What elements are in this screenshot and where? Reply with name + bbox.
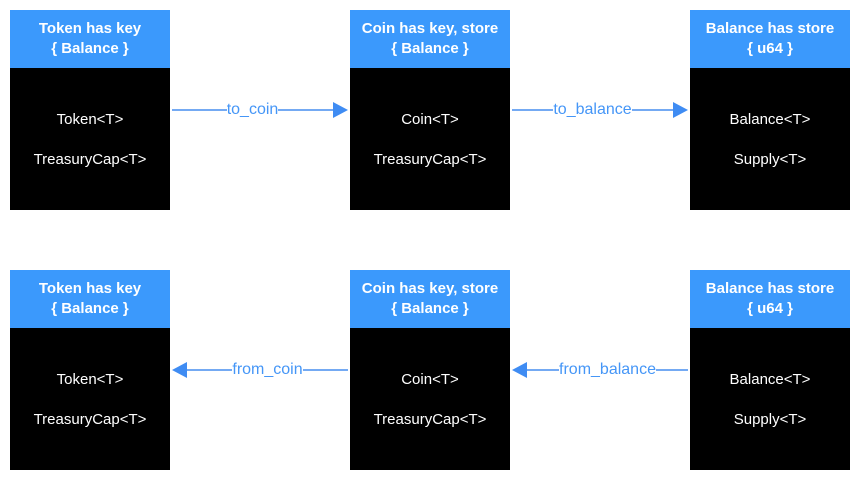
arrow-line: [527, 369, 560, 371]
arrow-label: from_balance: [559, 361, 656, 378]
arrow-to-coin: to_coin: [172, 101, 348, 118]
arrowhead-left-icon: [172, 362, 187, 378]
arrow-line: [655, 369, 689, 371]
body-type: TreasuryCap<T>: [33, 150, 147, 168]
body-type: Balance<T>: [729, 370, 811, 388]
node-coin-bottom-header: Coin has key, store { Balance }: [350, 270, 510, 328]
arrow-to-balance: to_balance: [512, 101, 689, 118]
arrow-line: [278, 109, 333, 111]
node-token-top-header: Token has key { Balance }: [10, 10, 170, 68]
header-line: Token has key: [38, 280, 142, 297]
arrow-line: [512, 109, 554, 111]
node-token-bottom: Token has key { Balance } Token<T> Treas…: [10, 270, 170, 470]
node-balance-bottom: Balance has store { u64 } Balance<T> Sup…: [690, 270, 850, 470]
node-token-top: Token has key { Balance } Token<T> Treas…: [10, 10, 170, 210]
body-type: Balance<T>: [729, 110, 811, 128]
header-line: Coin has key, store: [361, 280, 499, 297]
node-balance-top-body: Balance<T> Supply<T>: [690, 68, 850, 210]
body-type: Coin<T>: [401, 370, 459, 388]
body-type: Supply<T>: [733, 410, 807, 428]
node-coin-bottom-body: Coin<T> TreasuryCap<T>: [350, 328, 510, 470]
arrow-label: from_coin: [232, 361, 303, 378]
node-balance-bottom-body: Balance<T> Supply<T>: [690, 328, 850, 470]
arrowhead-right-icon: [333, 102, 348, 118]
arrow-label: to_coin: [226, 101, 279, 118]
node-coin-top: Coin has key, store { Balance } Coin<T> …: [350, 10, 510, 210]
header-line: { u64 }: [747, 300, 793, 317]
header-line: { Balance }: [51, 300, 129, 317]
node-token-bottom-body: Token<T> TreasuryCap<T>: [10, 328, 170, 470]
node-coin-bottom: Coin has key, store { Balance } Coin<T> …: [350, 270, 510, 470]
header-line: { Balance }: [391, 300, 469, 317]
arrow-line: [187, 369, 233, 371]
header-line: Balance has store: [705, 280, 835, 297]
header-line: { u64 }: [747, 40, 793, 57]
header-line: Token has key: [38, 20, 142, 37]
body-type: Token<T>: [56, 370, 124, 388]
arrowhead-left-icon: [512, 362, 527, 378]
node-coin-top-header: Coin has key, store { Balance }: [350, 10, 510, 68]
header-line: { Balance }: [51, 40, 129, 57]
node-balance-bottom-header: Balance has store { u64 }: [690, 270, 850, 328]
arrow-from-balance: from_balance: [512, 361, 689, 378]
header-line: Balance has store: [705, 20, 835, 37]
body-type: TreasuryCap<T>: [373, 410, 487, 428]
node-coin-top-body: Coin<T> TreasuryCap<T>: [350, 68, 510, 210]
node-balance-top: Balance has store { u64 } Balance<T> Sup…: [690, 10, 850, 210]
arrow-label: to_balance: [553, 101, 632, 118]
arrow-line: [302, 369, 348, 371]
arrowhead-right-icon: [673, 102, 689, 118]
node-balance-top-header: Balance has store { u64 }: [690, 10, 850, 68]
body-type: Supply<T>: [733, 150, 807, 168]
arrow-line: [172, 109, 227, 111]
node-token-bottom-header: Token has key { Balance }: [10, 270, 170, 328]
node-token-top-body: Token<T> TreasuryCap<T>: [10, 68, 170, 210]
body-type: Coin<T>: [401, 110, 459, 128]
body-type: Token<T>: [56, 110, 124, 128]
header-line: Coin has key, store: [361, 20, 499, 37]
arrow-from-coin: from_coin: [172, 361, 348, 378]
header-line: { Balance }: [391, 40, 469, 57]
arrow-line: [631, 109, 674, 111]
body-type: TreasuryCap<T>: [33, 410, 147, 428]
body-type: TreasuryCap<T>: [373, 150, 487, 168]
